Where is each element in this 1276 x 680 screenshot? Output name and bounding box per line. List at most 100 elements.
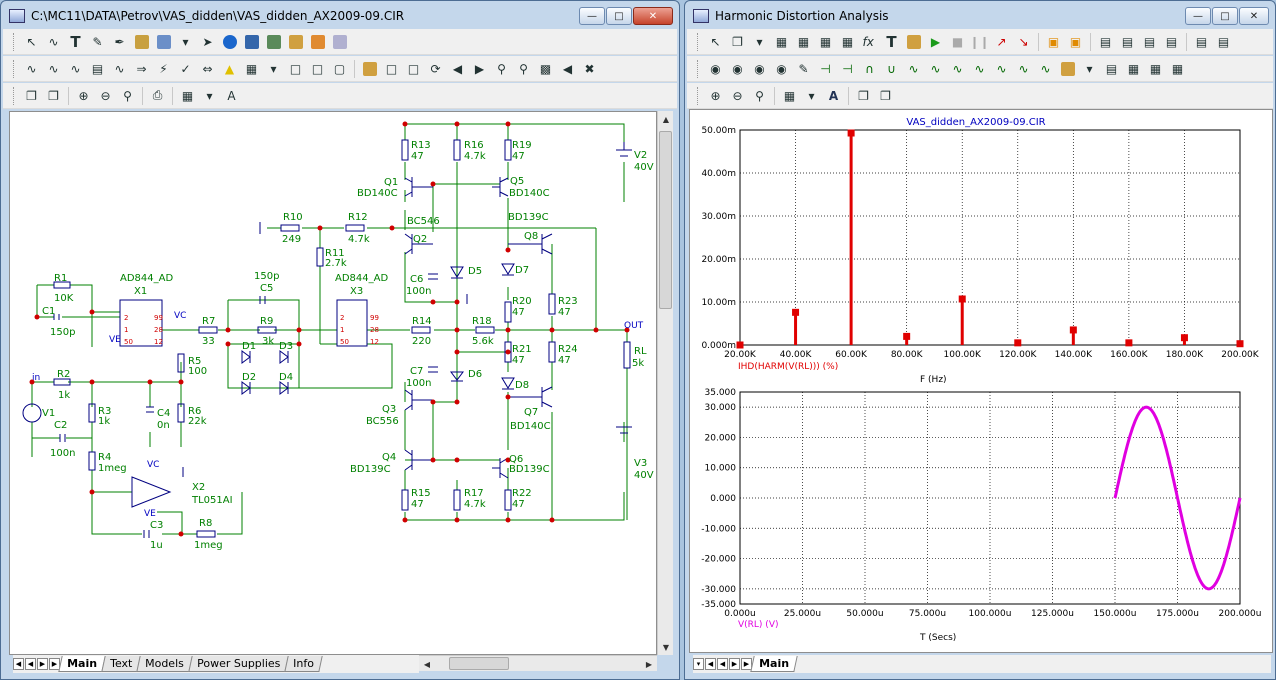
close-button[interactable]: ✕ [633, 7, 673, 25]
split-h-icon[interactable]: ▤ [1195, 34, 1208, 49]
mark10-icon[interactable]: ∿ [1018, 61, 1029, 76]
analysis-zoom-in-icon[interactable]: ⊕ [710, 88, 721, 103]
mark1-icon[interactable]: ⊣ [820, 61, 831, 76]
zoom-in-icon[interactable]: ⊕ [78, 88, 89, 103]
copy-mode-icon[interactable]: ❐ [732, 34, 743, 49]
an-nav-prev-icon[interactable]: ◀ [717, 658, 728, 670]
tile-icon[interactable]: ▦ [181, 88, 194, 103]
mark9-icon[interactable]: ∿ [996, 61, 1007, 76]
tab-power-supplies[interactable]: Power Supplies [188, 656, 289, 672]
select-mode-icon[interactable]: ↖ [26, 34, 37, 49]
help-icon[interactable] [241, 31, 262, 52]
stop-icon[interactable]: ■ [951, 34, 964, 49]
node-numbers-icon[interactable]: ∿ [26, 61, 37, 76]
mark3-icon[interactable]: ∩ [865, 61, 874, 76]
binoculars-icon[interactable]: ⚲ [519, 61, 528, 76]
analysis-copy-icon[interactable]: ❐ [858, 88, 869, 103]
analysis-tile-icon[interactable]: ▦ [783, 88, 796, 103]
tab-text[interactable]: Text [101, 656, 141, 672]
zoom-fit-icon[interactable]: ⚲ [123, 88, 132, 103]
text-mode-icon[interactable]: T [70, 32, 81, 51]
split-v-icon[interactable]: ▤ [1217, 34, 1230, 49]
select-box-icon[interactable]: □ [385, 61, 398, 76]
nav-next-icon[interactable]: ▶ [37, 658, 48, 670]
schematic-canvas[interactable]: R1 10K C1 150p AD844_AD X1 R2 1k V1 C2 1… [9, 111, 657, 655]
text-icon[interactable]: T [886, 32, 897, 51]
flip-h-icon[interactable]: ◀ [452, 61, 463, 76]
maximize-button[interactable]: □ [606, 7, 632, 25]
analysis-font-icon[interactable]: A [828, 88, 839, 103]
mark7-icon[interactable]: ∿ [952, 61, 963, 76]
page-icon[interactable]: □ [289, 61, 302, 76]
info-icon[interactable] [219, 31, 240, 52]
wire-mode-icon[interactable]: ∿ [48, 34, 59, 49]
mark2-icon[interactable]: ⊣ [842, 61, 853, 76]
vscroll-thumb[interactable] [659, 131, 672, 309]
tab-info[interactable]: Info [284, 656, 323, 672]
frame2-icon[interactable]: ▣ [1069, 34, 1082, 49]
analysis-maximize-button[interactable]: □ [1212, 7, 1238, 25]
scale2-icon[interactable]: ▦ [797, 34, 810, 49]
node-voltages-icon[interactable]: ∿ [48, 61, 59, 76]
voltage-icon[interactable]: ∿ [114, 61, 125, 76]
list-view-icon[interactable]: ▤ [1105, 61, 1118, 76]
mark11-icon[interactable]: ∿ [1040, 61, 1051, 76]
nav-prev-icon[interactable]: ◀ [25, 658, 36, 670]
font-icon[interactable]: A [227, 88, 236, 103]
grid-text-icon[interactable]: ▤ [91, 61, 104, 76]
arrows-icon[interactable]: ⇔ [202, 61, 213, 76]
stop-icon[interactable]: ✖ [584, 61, 595, 76]
analysis-title-bar[interactable]: Harmonic Distortion Analysis — □ ✕ [685, 1, 1275, 31]
print-icon[interactable]: ⎙ [152, 88, 163, 102]
settings-icon[interactable] [903, 31, 924, 52]
function-icon[interactable]: fx [862, 34, 874, 49]
frame-icon[interactable]: ▣ [1047, 34, 1060, 49]
layout2-icon[interactable]: ▤ [1121, 34, 1134, 49]
dropdown-icon[interactable]: ▾ [756, 34, 763, 49]
mark8-icon[interactable]: ∿ [974, 61, 985, 76]
flip-v-icon[interactable]: ▶ [474, 61, 485, 76]
copy-icon[interactable]: ❐ [26, 88, 37, 103]
scroll-up-icon[interactable]: ▲ [662, 114, 670, 124]
list-icon[interactable] [285, 31, 306, 52]
properties-icon[interactable] [329, 31, 350, 52]
mark5-icon[interactable]: ∿ [908, 61, 919, 76]
scroll-left-icon[interactable]: ◀ [423, 659, 431, 669]
find-icon[interactable]: ⚲ [497, 61, 506, 76]
tab-models[interactable]: Models [136, 656, 193, 672]
back-icon[interactable]: ◀ [562, 61, 573, 76]
mark6-icon[interactable]: ∿ [930, 61, 941, 76]
pen-tool-icon[interactable]: ✒ [114, 34, 125, 49]
cursor1-icon[interactable]: ◉ [710, 61, 721, 76]
fit2-icon[interactable]: ▦ [1171, 61, 1184, 76]
analysis-zoom-fit-icon[interactable]: ⚲ [755, 88, 764, 103]
tab-main[interactable]: Main [58, 656, 106, 672]
bus-icon[interactable] [153, 31, 174, 52]
blank-icon[interactable]: □ [407, 61, 420, 76]
table-icon[interactable] [307, 31, 328, 52]
scale4-icon[interactable]: ▦ [841, 34, 854, 49]
arrow-right-icon[interactable]: ⇒ [136, 61, 147, 76]
pause-icon[interactable]: ❙❙ [969, 34, 990, 49]
scroll-down-icon[interactable]: ▼ [662, 642, 670, 652]
mark4-icon[interactable]: ∪ [887, 61, 896, 76]
tile-dropdown-icon[interactable]: ▾ [206, 88, 213, 103]
clipboard-icon[interactable] [1057, 58, 1078, 79]
layout3-icon[interactable]: ▤ [1143, 34, 1156, 49]
minimize-button[interactable]: — [579, 7, 605, 25]
warning-icon[interactable]: ▲ [224, 61, 235, 76]
paste-icon[interactable]: ❐ [48, 88, 59, 103]
layout4-icon[interactable]: ▤ [1165, 34, 1178, 49]
fit-icon[interactable]: ▦ [1149, 61, 1162, 76]
pin-markers-icon[interactable]: ∿ [70, 61, 81, 76]
an-nav-first-icon[interactable]: ◀ [705, 658, 716, 670]
analysis-paste-icon[interactable]: ❐ [880, 88, 891, 103]
flag-icon[interactable]: ➤ [202, 34, 213, 49]
an-nav-down-icon[interactable]: ▾ [693, 658, 704, 670]
scroll-right-icon[interactable]: ▶ [645, 659, 653, 669]
cursor4-icon[interactable]: ◉ [776, 61, 787, 76]
copy-dropdown-icon[interactable]: ▾ [182, 34, 189, 49]
schematic-title-bar[interactable]: C:\MC11\DATA\Petrov\VAS_didden\VAS_didde… [1, 1, 679, 31]
lightning-icon[interactable]: ⚡ [159, 61, 168, 76]
